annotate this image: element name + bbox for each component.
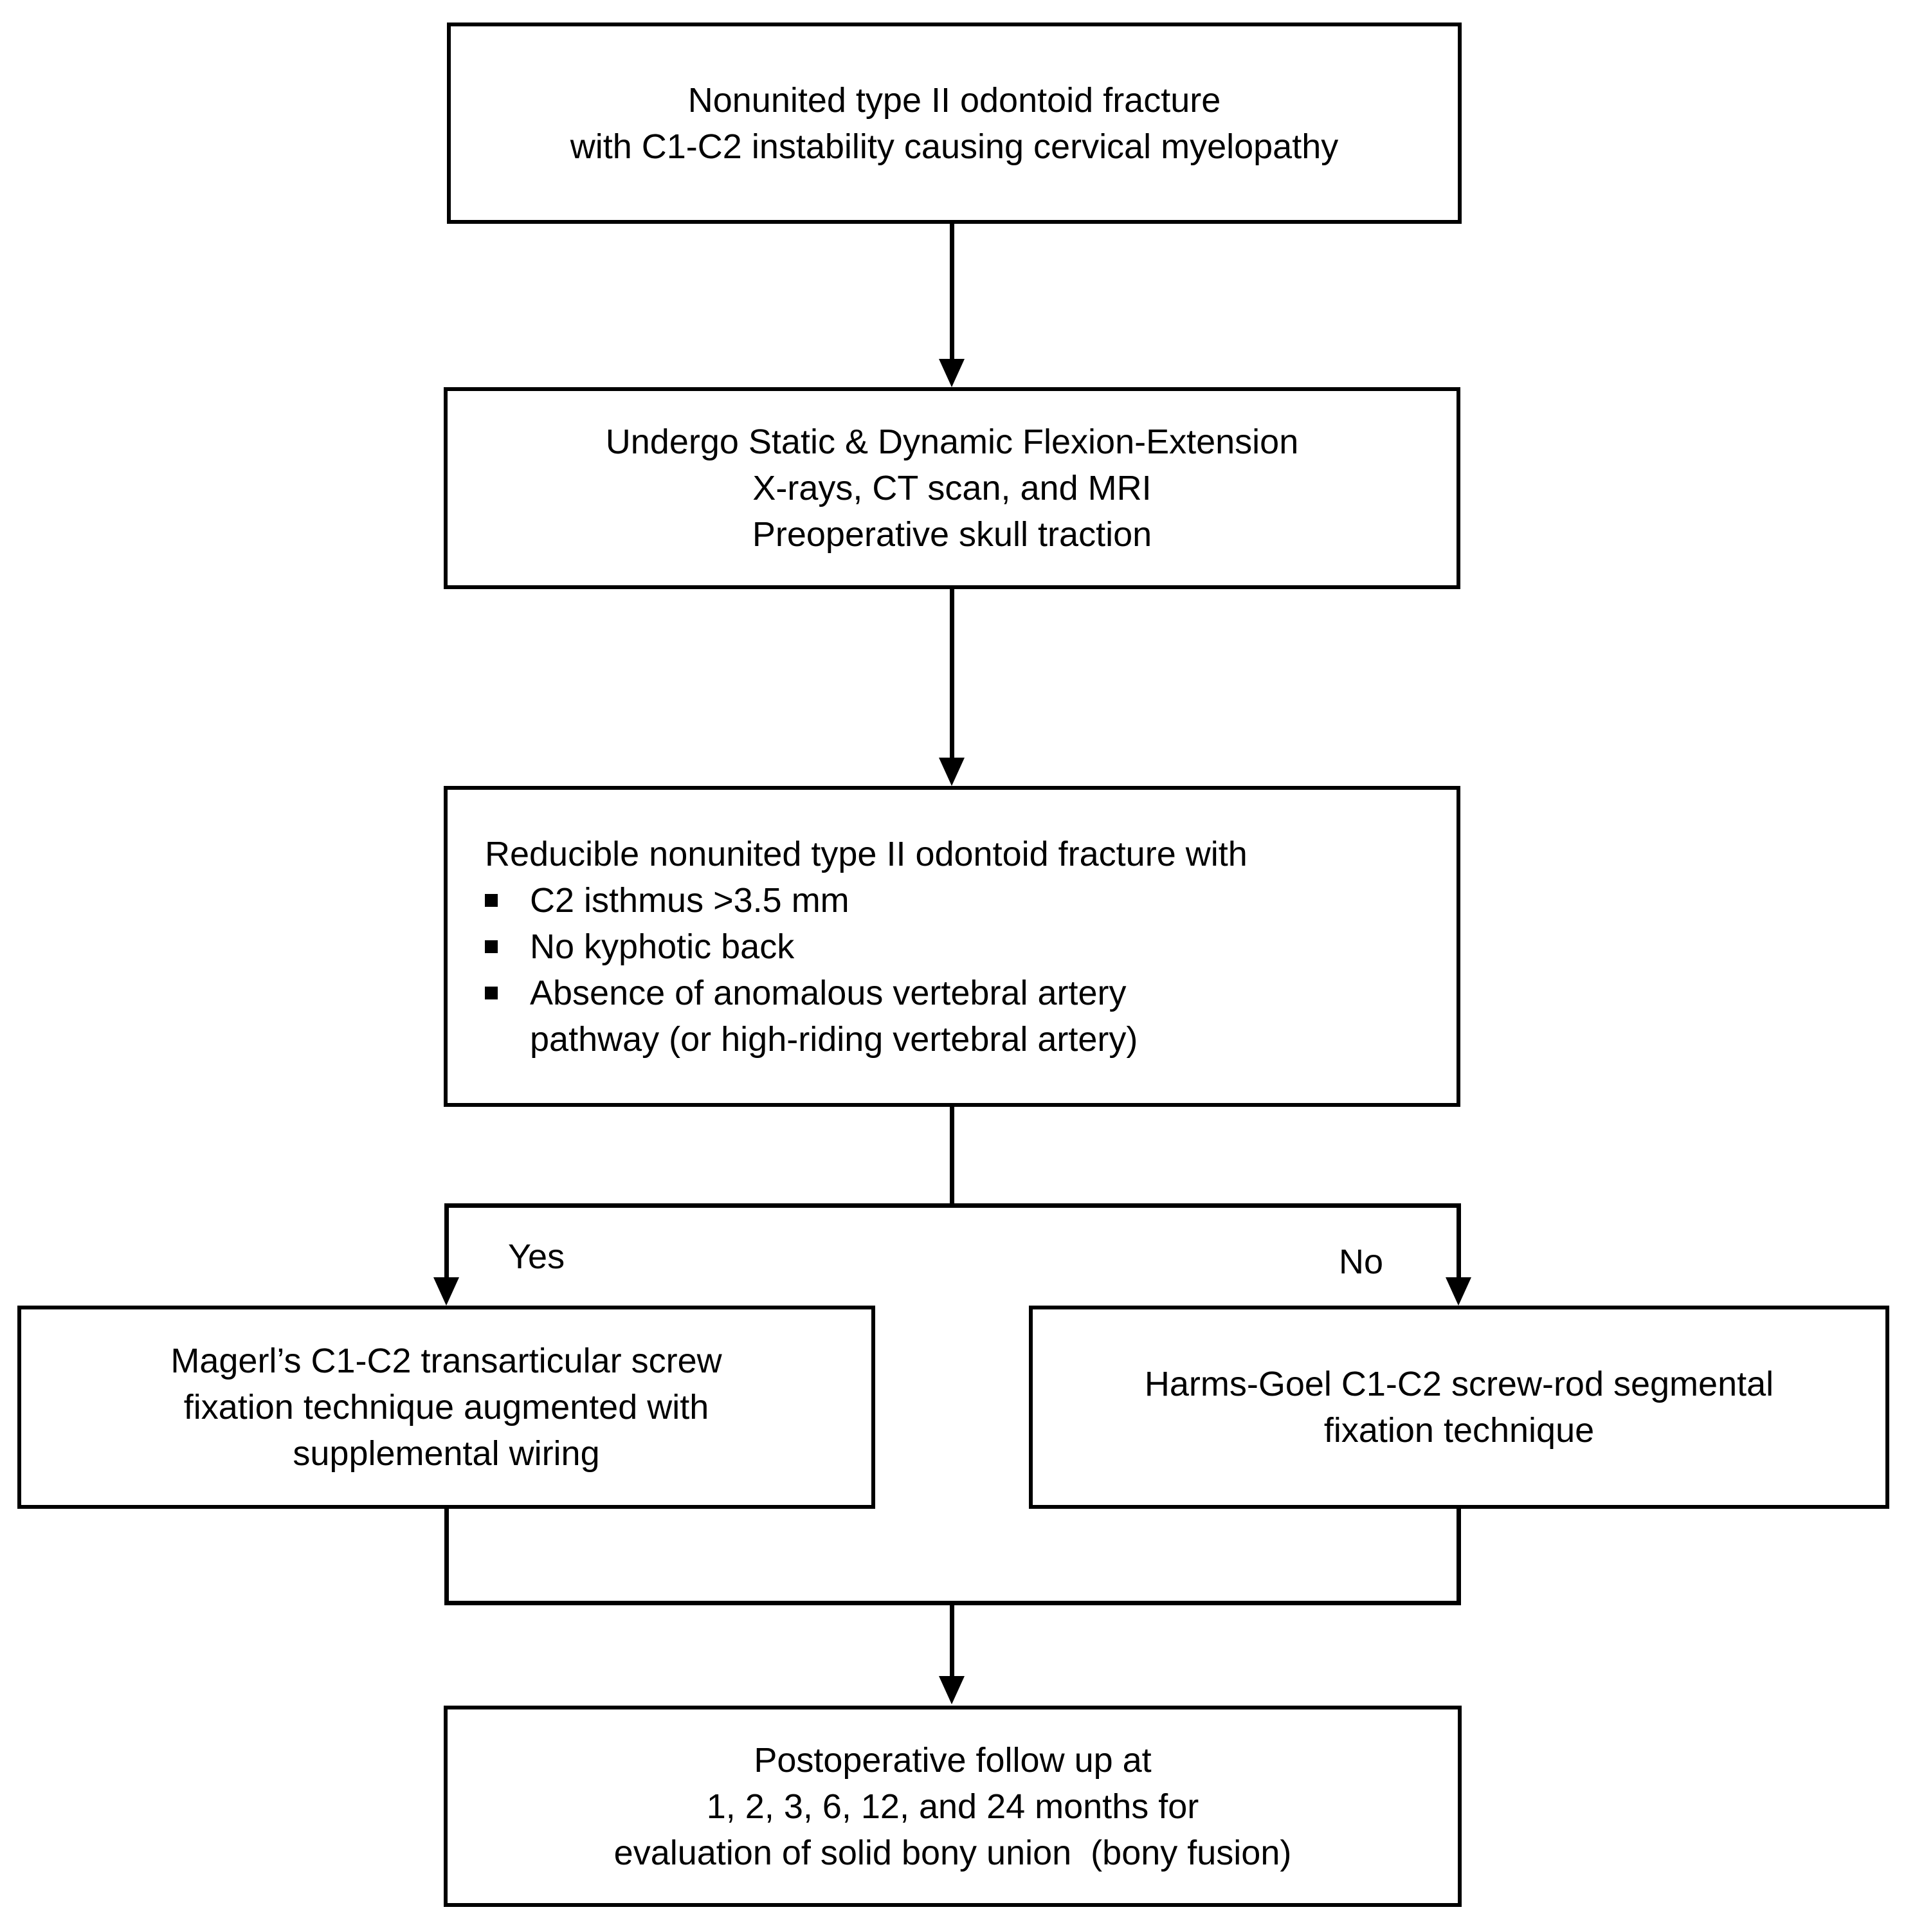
yes-label: Yes xyxy=(508,1237,565,1276)
magerl-box-text: Magerl’s C1-C2 transarticular screw fixa… xyxy=(170,1342,722,1473)
followup-box-text: Postoperative follow up at 1, 2, 3, 6, 1… xyxy=(613,1740,1292,1872)
criteria-title: Reducible nonunited type II odontoid fra… xyxy=(485,834,1248,873)
criteria-bullet-3-text: Absence of anomalous vertebral artery pa… xyxy=(530,973,1138,1059)
magerl-merge-stem xyxy=(444,1509,449,1603)
followup-box: Postoperative follow up at 1, 2, 3, 6, 1… xyxy=(444,1706,1462,1907)
bullet-square-icon xyxy=(485,893,498,907)
arrow-workup-to-criteria-head-icon xyxy=(939,758,965,786)
bullet-square-icon xyxy=(485,940,498,953)
criteria-bullet-1: C2 isthmus >3.5 mm xyxy=(485,877,849,924)
workup-box: Undergo Static & Dynamic Flexion-Extensi… xyxy=(444,387,1460,589)
bullet-square-icon xyxy=(485,986,498,999)
criteria-bullet-1-text: C2 isthmus >3.5 mm xyxy=(530,880,849,920)
arrow-merge-to-followup-stem xyxy=(950,1603,954,1677)
harms-goel-merge-stem xyxy=(1457,1509,1461,1603)
workup-box-text: Undergo Static & Dynamic Flexion-Extensi… xyxy=(605,423,1299,554)
criteria-box: Reducible nonunited type II odontoid fra… xyxy=(444,786,1460,1107)
magerl-box: Magerl’s C1-C2 transarticular screw fixa… xyxy=(17,1306,875,1509)
arrow-workup-to-criteria-stem xyxy=(950,588,954,759)
criteria-bullet-2-text: No kyphotic back xyxy=(530,927,795,966)
criteria-branch-stem xyxy=(950,1106,954,1207)
no-branch-arrow-head-icon xyxy=(1446,1277,1471,1306)
arrow-start-to-workup-head-icon xyxy=(939,359,965,387)
yes-branch-stem xyxy=(444,1203,449,1279)
no-branch-stem xyxy=(1457,1203,1461,1279)
start-box: Nonunited type II odontoid fracture with… xyxy=(447,23,1462,224)
arrow-start-to-workup-stem xyxy=(950,223,954,360)
criteria-bullet-3: Absence of anomalous vertebral artery pa… xyxy=(485,970,1138,1062)
branch-horizontal-line xyxy=(444,1203,1461,1208)
harms-goel-box: Harms-Goel C1-C2 screw-rod segmental fix… xyxy=(1029,1306,1889,1509)
yes-branch-arrow-head-icon xyxy=(433,1277,459,1306)
arrow-merge-to-followup-head-icon xyxy=(939,1676,965,1704)
criteria-bullet-2: No kyphotic back xyxy=(485,924,794,970)
no-label: No xyxy=(1339,1243,1384,1281)
harms-goel-box-text: Harms-Goel C1-C2 screw-rod segmental fix… xyxy=(1144,1365,1774,1450)
start-box-text: Nonunited type II odontoid fracture with… xyxy=(570,80,1339,166)
